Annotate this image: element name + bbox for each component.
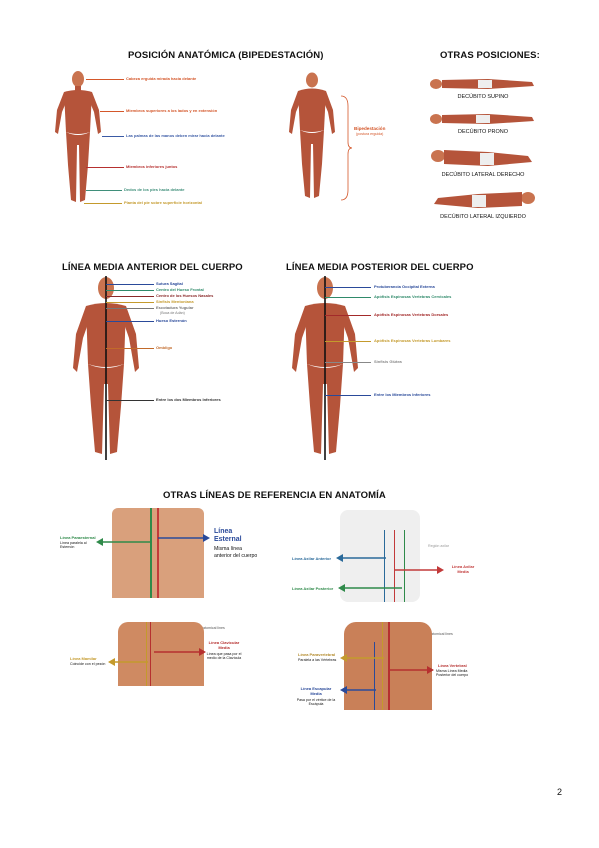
label-cervical: Apófisis Espinosas Vertebras Cervicales [374, 294, 452, 299]
arrow-axilar-media [394, 566, 444, 574]
back-header: Parallel anatomical lines [414, 632, 453, 636]
label-clavicular: Línea Clavicular Media [208, 640, 240, 650]
front-body-figure [55, 71, 101, 202]
label-axilar-posterior: Línea Axilar Posterior [292, 586, 334, 591]
arrow-axilar-anterior [336, 554, 386, 562]
arrow-escapular [340, 686, 376, 694]
label-head-erect: Cabeza erguida mirada hacia delante [126, 76, 197, 81]
label-sole-horizontal: Planta del pie sobre superficie horizont… [124, 200, 203, 205]
label-occipital: Protuberancia Occipital Externa [374, 284, 435, 289]
label-clavicular-desc: Línea que pasa por el medio de la Clavíc… [206, 652, 242, 660]
label-nasal-bones: Centro de los Huesos Nasales [156, 293, 214, 298]
label-lumbar: Apófisis Espinosas Vertebras Lumbares [374, 338, 451, 343]
label-esternal-desc: Misma línea anterior del cuerpo [214, 546, 258, 559]
posterior-midline-figure [292, 276, 358, 460]
label-axilar-media: Línea Axilar Media [451, 564, 475, 574]
label-sternum: Hueso Esternón [156, 318, 187, 323]
label-toes-forward: Dedos de los pies hacia delante [124, 187, 185, 192]
bipedestacion-label: Bipedestación [354, 126, 386, 131]
section-title-anatomical-position: POSICIÓN ANATÓMICA (BIPEDESTACIÓN) [128, 50, 324, 61]
label-mamilar: Línea Mamilar [70, 656, 97, 661]
label-paravertebral: Línea Paravertebral [298, 652, 336, 657]
lateral-left-figure [434, 192, 535, 208]
back-body-figure [289, 72, 335, 198]
position-lateral-right: DECÚBITO LATERAL DERECHO [441, 172, 525, 178]
section-title-anterior-midline: LÍNEA MEDIA ANTERIOR DEL CUERPO [62, 262, 243, 273]
torso-header: Parallel anatomical lines [186, 626, 225, 630]
label-adams-apple: (Boca de Adán) [160, 311, 185, 315]
label-vertebral: Línea Vertebral [438, 663, 467, 668]
label-escapular: Línea Escapular Media [300, 686, 332, 696]
anterior-midline-figure [73, 276, 139, 460]
label-sagittal-suture: Sutura Sagital [156, 281, 183, 286]
arrow-vertebral [390, 666, 434, 674]
position-supine: DECÚBITO SUPINO [457, 94, 509, 100]
arrow-paraesternal [96, 538, 152, 546]
label-axilar-anterior: Línea Axilar Anterior [292, 556, 332, 561]
supine-figure [430, 79, 534, 89]
label-paraesternal: Línea Paraesternal [60, 535, 96, 540]
axilar-image [340, 510, 420, 602]
lateral-right-figure [431, 150, 532, 166]
label-jugular-notch: Escotadura Yugular [156, 305, 194, 310]
page-number: 2 [557, 787, 563, 797]
label-escapular-desc: Pasa por el vértice de la Escápula [296, 698, 336, 706]
section-title-posterior-midline: LÍNEA MEDIA POSTERIOR DEL CUERPO [286, 262, 474, 273]
label-esternal: Línea Esternal [214, 528, 242, 543]
label-mamilar-desc: Coincide con el pezón [70, 662, 106, 666]
back-image [344, 622, 432, 710]
arrow-paravertebral [340, 654, 384, 662]
label-paravertebral-desc: Paralela a las Vértebras [298, 658, 337, 662]
label-mental-symphysis: Sínfisis Mentoniana [156, 299, 194, 304]
torso-image [118, 622, 204, 686]
chest-image [112, 508, 204, 598]
label-paraesternal-desc: Línea paralela al Esternón [60, 541, 87, 549]
label-frontal-bone: Centro del Hueso Frontal [156, 287, 204, 292]
label-between-legs-posterior: Entre los Miembros Inferiores [374, 392, 431, 397]
label-vertebral-desc: Misma Línea Media Posterior del cuerpo [436, 669, 469, 677]
label-navel: Ombligo [156, 345, 173, 350]
position-prone: DECÚBITO PRONO [457, 129, 508, 135]
bipedestacion-bracket [340, 95, 353, 201]
label-upper-limbs: Miembros superiores a los lados y en ext… [126, 108, 218, 113]
position-lateral-left: DECÚBITO LATERAL IZQUIERDO [440, 214, 526, 220]
arrow-mamilar [108, 658, 148, 666]
label-between-legs: Entre los dos Miembros Inferiores [156, 397, 221, 402]
arrow-clavicular [154, 648, 206, 656]
section-title-reference-lines: OTRAS LÍNEAS DE REFERENCIA EN ANATOMÍA [163, 490, 386, 501]
prone-figure [430, 114, 534, 124]
section-title-other-positions: OTRAS POSICIONES: [440, 50, 540, 61]
label-palms-forward: Las palmas de las manos deben mirar haci… [126, 133, 225, 138]
arrow-axilar-posterior [338, 584, 402, 592]
label-gluteal: Sinfisis Glútea [374, 359, 402, 364]
label-axilar-region: Región axilar [428, 544, 449, 548]
label-dorsal: Apófisis Espinosas Vertebras Dorsales [374, 312, 449, 317]
arrow-esternal [158, 534, 210, 542]
bipedestacion-sublabel: (postura erguida) [356, 132, 384, 136]
label-lower-limbs: Miembros inferiores juntos [126, 164, 178, 169]
